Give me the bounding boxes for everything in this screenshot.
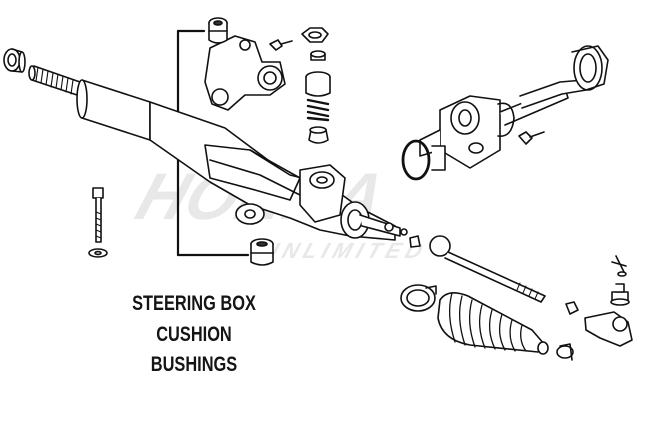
end-plug-part (3, 48, 26, 73)
rack-boot-part (437, 292, 549, 355)
dust-seal-part (571, 45, 609, 91)
rack-housing-part (76, 79, 421, 248)
o-ring-part (401, 139, 431, 181)
inner-tie-rod-part (429, 235, 546, 303)
small-bolt-part (269, 39, 293, 51)
pinion-valve-part (419, 79, 587, 171)
rack-shaft-part (28, 65, 81, 97)
boot-clamp-large (400, 284, 437, 312)
boot-clamp-small (556, 343, 574, 361)
mounting-bracket-part (204, 35, 286, 111)
callout-label-line-3: BUSHINGS (150, 353, 238, 376)
lock-nut-part (565, 301, 579, 315)
mounting-bolt-part (88, 187, 108, 258)
cushion-bushing-top (208, 17, 228, 44)
cushion-bushing-bottom (250, 238, 274, 266)
housing-bolt-part (518, 131, 545, 145)
yoke-valve-stack (301, 27, 331, 144)
callout-label-line-1: STEERING BOX (132, 292, 256, 315)
callout-label-line-2: CUSHION (156, 323, 232, 346)
tie-rod-end-part (584, 255, 633, 347)
